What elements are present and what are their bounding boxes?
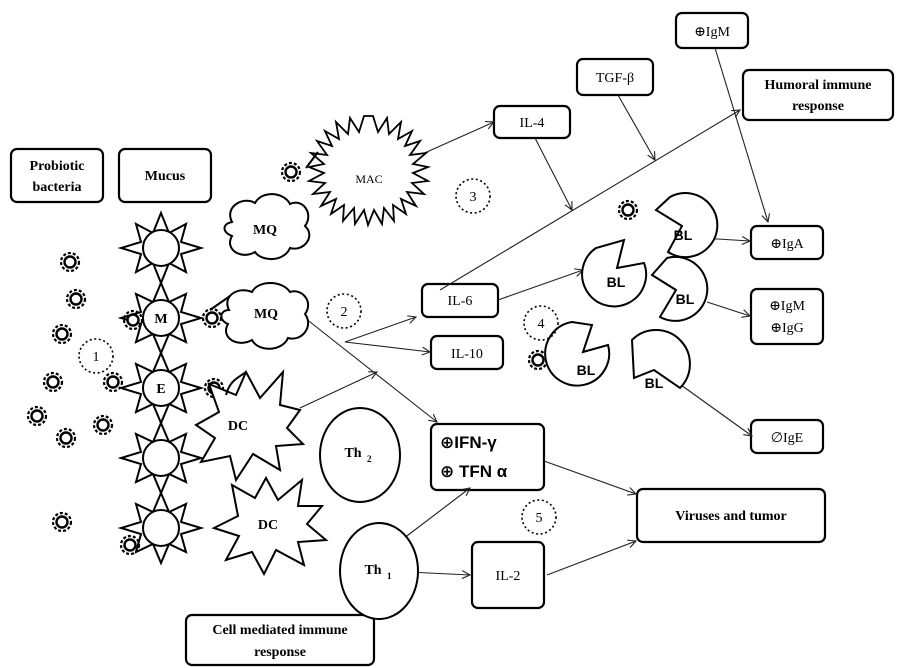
th2-label: Th <box>344 446 361 461</box>
tfn-alpha-label: ⊕ TFN α <box>440 462 508 481</box>
igm-top-label: ⊕IgM <box>694 25 730 40</box>
bacterium-icon <box>26 405 48 427</box>
step-marker-1: 1 <box>78 338 114 374</box>
humoral-response-box: Humoral immune response <box>741 68 895 122</box>
probiotic-label-line2: bacteria <box>33 180 82 195</box>
dendritic-cell-lower: DC <box>211 475 329 577</box>
viruses-tumor-box: Viruses and tumor <box>635 487 827 544</box>
bl-label: BL <box>674 227 693 243</box>
th2-subscript: 2 <box>367 454 372 464</box>
mq-label-upper: MQ <box>253 223 277 238</box>
bl-label: BL <box>645 375 664 391</box>
il2-label: IL-2 <box>496 569 521 584</box>
bacterium-icon <box>92 414 114 436</box>
bl-label: BL <box>607 274 626 290</box>
bacterium-icon <box>51 323 73 345</box>
mucus-label: Mucus <box>145 169 186 184</box>
tgf-beta-label: TGF-β <box>596 71 634 86</box>
humoral-label-line1: Humoral immune <box>765 78 872 93</box>
b-lymphocyte: BL <box>581 238 648 308</box>
ifn-tfn-box: ⊕IFN-γ ⊕ TFN α <box>429 422 546 492</box>
dc-label-upper: DC <box>228 419 248 434</box>
th2-cell: Th 2 <box>319 407 401 503</box>
il6-box: IL-6 <box>420 282 500 319</box>
bacterium-icon <box>42 371 64 393</box>
il10-label: IL-10 <box>451 347 483 362</box>
macrophage-mq-lower: MQ <box>209 282 310 350</box>
bl-label: BL <box>676 291 695 307</box>
m-cell-label: M <box>154 312 167 327</box>
svg-text:2: 2 <box>341 305 348 320</box>
svg-text:1: 1 <box>93 350 100 365</box>
cell-mediated-label-line1: Cell mediated immune <box>212 623 347 638</box>
il6-label: IL-6 <box>448 294 473 309</box>
bacterium-icon <box>59 251 81 273</box>
b-lymphocyte: BL <box>650 255 709 322</box>
step-marker-4: 4 <box>523 305 559 341</box>
b-lymphocyte-cluster: BL BL BL BL BL <box>544 192 719 391</box>
il4-label: IL-4 <box>520 116 545 131</box>
igm-label: ⊕IgM <box>769 299 805 314</box>
mucus-box: Mucus <box>117 147 213 204</box>
svg-text:3: 3 <box>470 190 477 205</box>
ige-label: ∅IgE <box>771 431 803 446</box>
igg-label: ⊕IgG <box>770 321 804 336</box>
il4-box: IL-4 <box>492 104 572 140</box>
igm-top-box: ⊕IgM <box>674 11 750 50</box>
probiotic-bacteria-cluster <box>26 161 639 556</box>
iga-box: ⊕IgA <box>749 224 825 261</box>
step-marker-5: 5 <box>521 499 557 535</box>
step-marker-3: 3 <box>455 178 491 214</box>
th1-cell: Th 1 <box>339 522 419 620</box>
humoral-label-line2: response <box>792 99 844 114</box>
ifn-gamma-label: ⊕IFN-γ <box>440 433 497 452</box>
mq-label-lower: MQ <box>254 307 278 322</box>
svg-text:5: 5 <box>536 511 543 526</box>
igm-igg-box: ⊕IgM ⊕IgG <box>749 287 825 346</box>
cell-mediated-label-line2: response <box>254 645 306 660</box>
viruses-tumor-label: Viruses and tumor <box>675 509 787 524</box>
il10-box: IL-10 <box>429 334 505 371</box>
svg-text:4: 4 <box>538 317 545 332</box>
bacterium-icon <box>119 534 141 556</box>
iga-label: ⊕IgA <box>770 237 804 252</box>
th1-label: Th <box>364 563 381 578</box>
b-lymphocyte: BL <box>654 192 719 259</box>
dc-label-lower: DC <box>258 518 278 533</box>
il2-box: IL-2 <box>470 540 546 610</box>
epithelial-column: M E <box>117 210 205 566</box>
bacterium-icon <box>51 511 73 533</box>
b-lymphocyte: BL <box>544 320 611 387</box>
b-lymphocyte: BL <box>630 329 691 391</box>
bacterium-icon <box>122 309 144 331</box>
e-cell-label: E <box>156 382 165 397</box>
bacterium-icon <box>102 371 124 393</box>
bacterium-icon <box>617 199 639 221</box>
th1-subscript: 1 <box>387 571 392 581</box>
dendritic-cell-upper: DC <box>194 369 306 483</box>
step-markers: 1 2 3 4 5 <box>78 178 559 535</box>
bacterium-icon <box>280 161 302 183</box>
ige-box: ∅IgE <box>749 418 825 455</box>
bacterium-icon <box>201 307 223 329</box>
step-marker-2: 2 <box>326 293 362 329</box>
activated-macrophage-mac: MAC <box>305 115 432 228</box>
cell-mediated-box: Cell mediated immune response <box>184 613 376 667</box>
macrophage-mq-upper: MQ <box>223 193 311 260</box>
bacterium-icon <box>55 427 77 449</box>
bacterium-icon <box>65 288 87 310</box>
probiotic-label-line1: Probiotic <box>30 159 85 174</box>
probiotic-bacteria-box: Probiotic bacteria <box>9 147 105 204</box>
tgf-beta-box: TGF-β <box>575 57 655 97</box>
bl-label: BL <box>577 362 596 378</box>
mac-label: MAC <box>355 172 382 186</box>
